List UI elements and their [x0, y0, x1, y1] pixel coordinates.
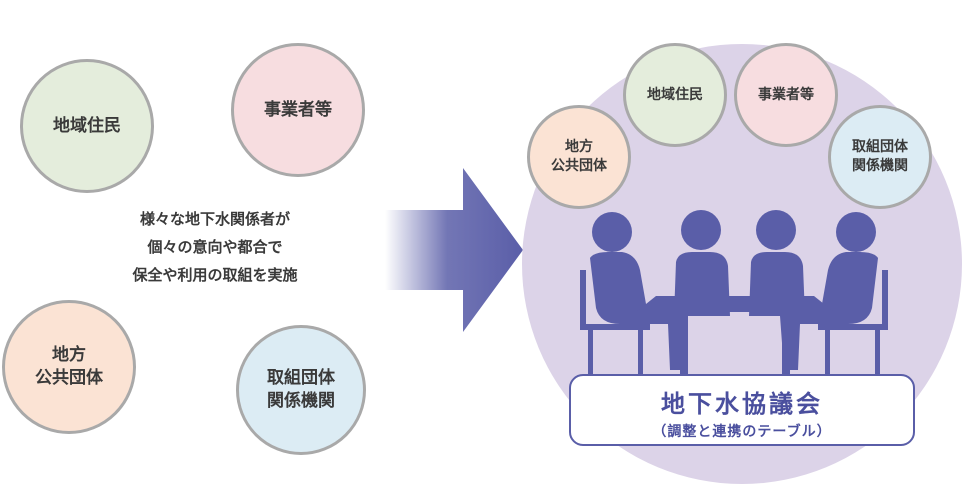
description-text: 様々な地下水関係者が 個々の意向や都合で 保全や利用の取組を実施 [132, 210, 298, 284]
council-box: 地下水協議会 （調整と連携のテーブル） [569, 374, 915, 446]
circle-local-gov-small: 地方 公共団体 [527, 105, 631, 209]
label-residents: 地域住民 [53, 115, 121, 136]
chair-icon [818, 270, 888, 374]
circle-orgs: 取組団体 関係機関 [236, 325, 366, 455]
circle-local-gov: 地方 公共団体 [2, 300, 136, 434]
label-orgs-small: 取組団体 関係機関 [852, 139, 908, 174]
label-residents-small: 地域住民 [647, 86, 703, 103]
label-local-gov-small: 地方 公共団体 [551, 139, 607, 174]
table-icon [636, 296, 834, 376]
council-title: 地下水協議会 [661, 390, 823, 418]
circle-residents-small: 地域住民 [623, 43, 727, 147]
chair-icon [580, 270, 650, 374]
label-orgs: 取組団体 関係機関 [267, 368, 335, 411]
circle-businesses: 事業者等 [231, 43, 365, 177]
label-businesses-small: 事業者等 [758, 86, 814, 103]
circle-residents: 地域住民 [20, 59, 154, 193]
council-subtitle: （調整と連携のテーブル） [652, 424, 832, 440]
circle-businesses-small: 事業者等 [734, 43, 838, 147]
meeting-scene [580, 210, 888, 376]
label-local-gov: 地方 公共団体 [35, 345, 103, 388]
circle-orgs-small: 取組団体 関係機関 [828, 105, 932, 209]
arrow-right-icon [385, 168, 523, 332]
label-businesses: 事業者等 [264, 99, 332, 120]
